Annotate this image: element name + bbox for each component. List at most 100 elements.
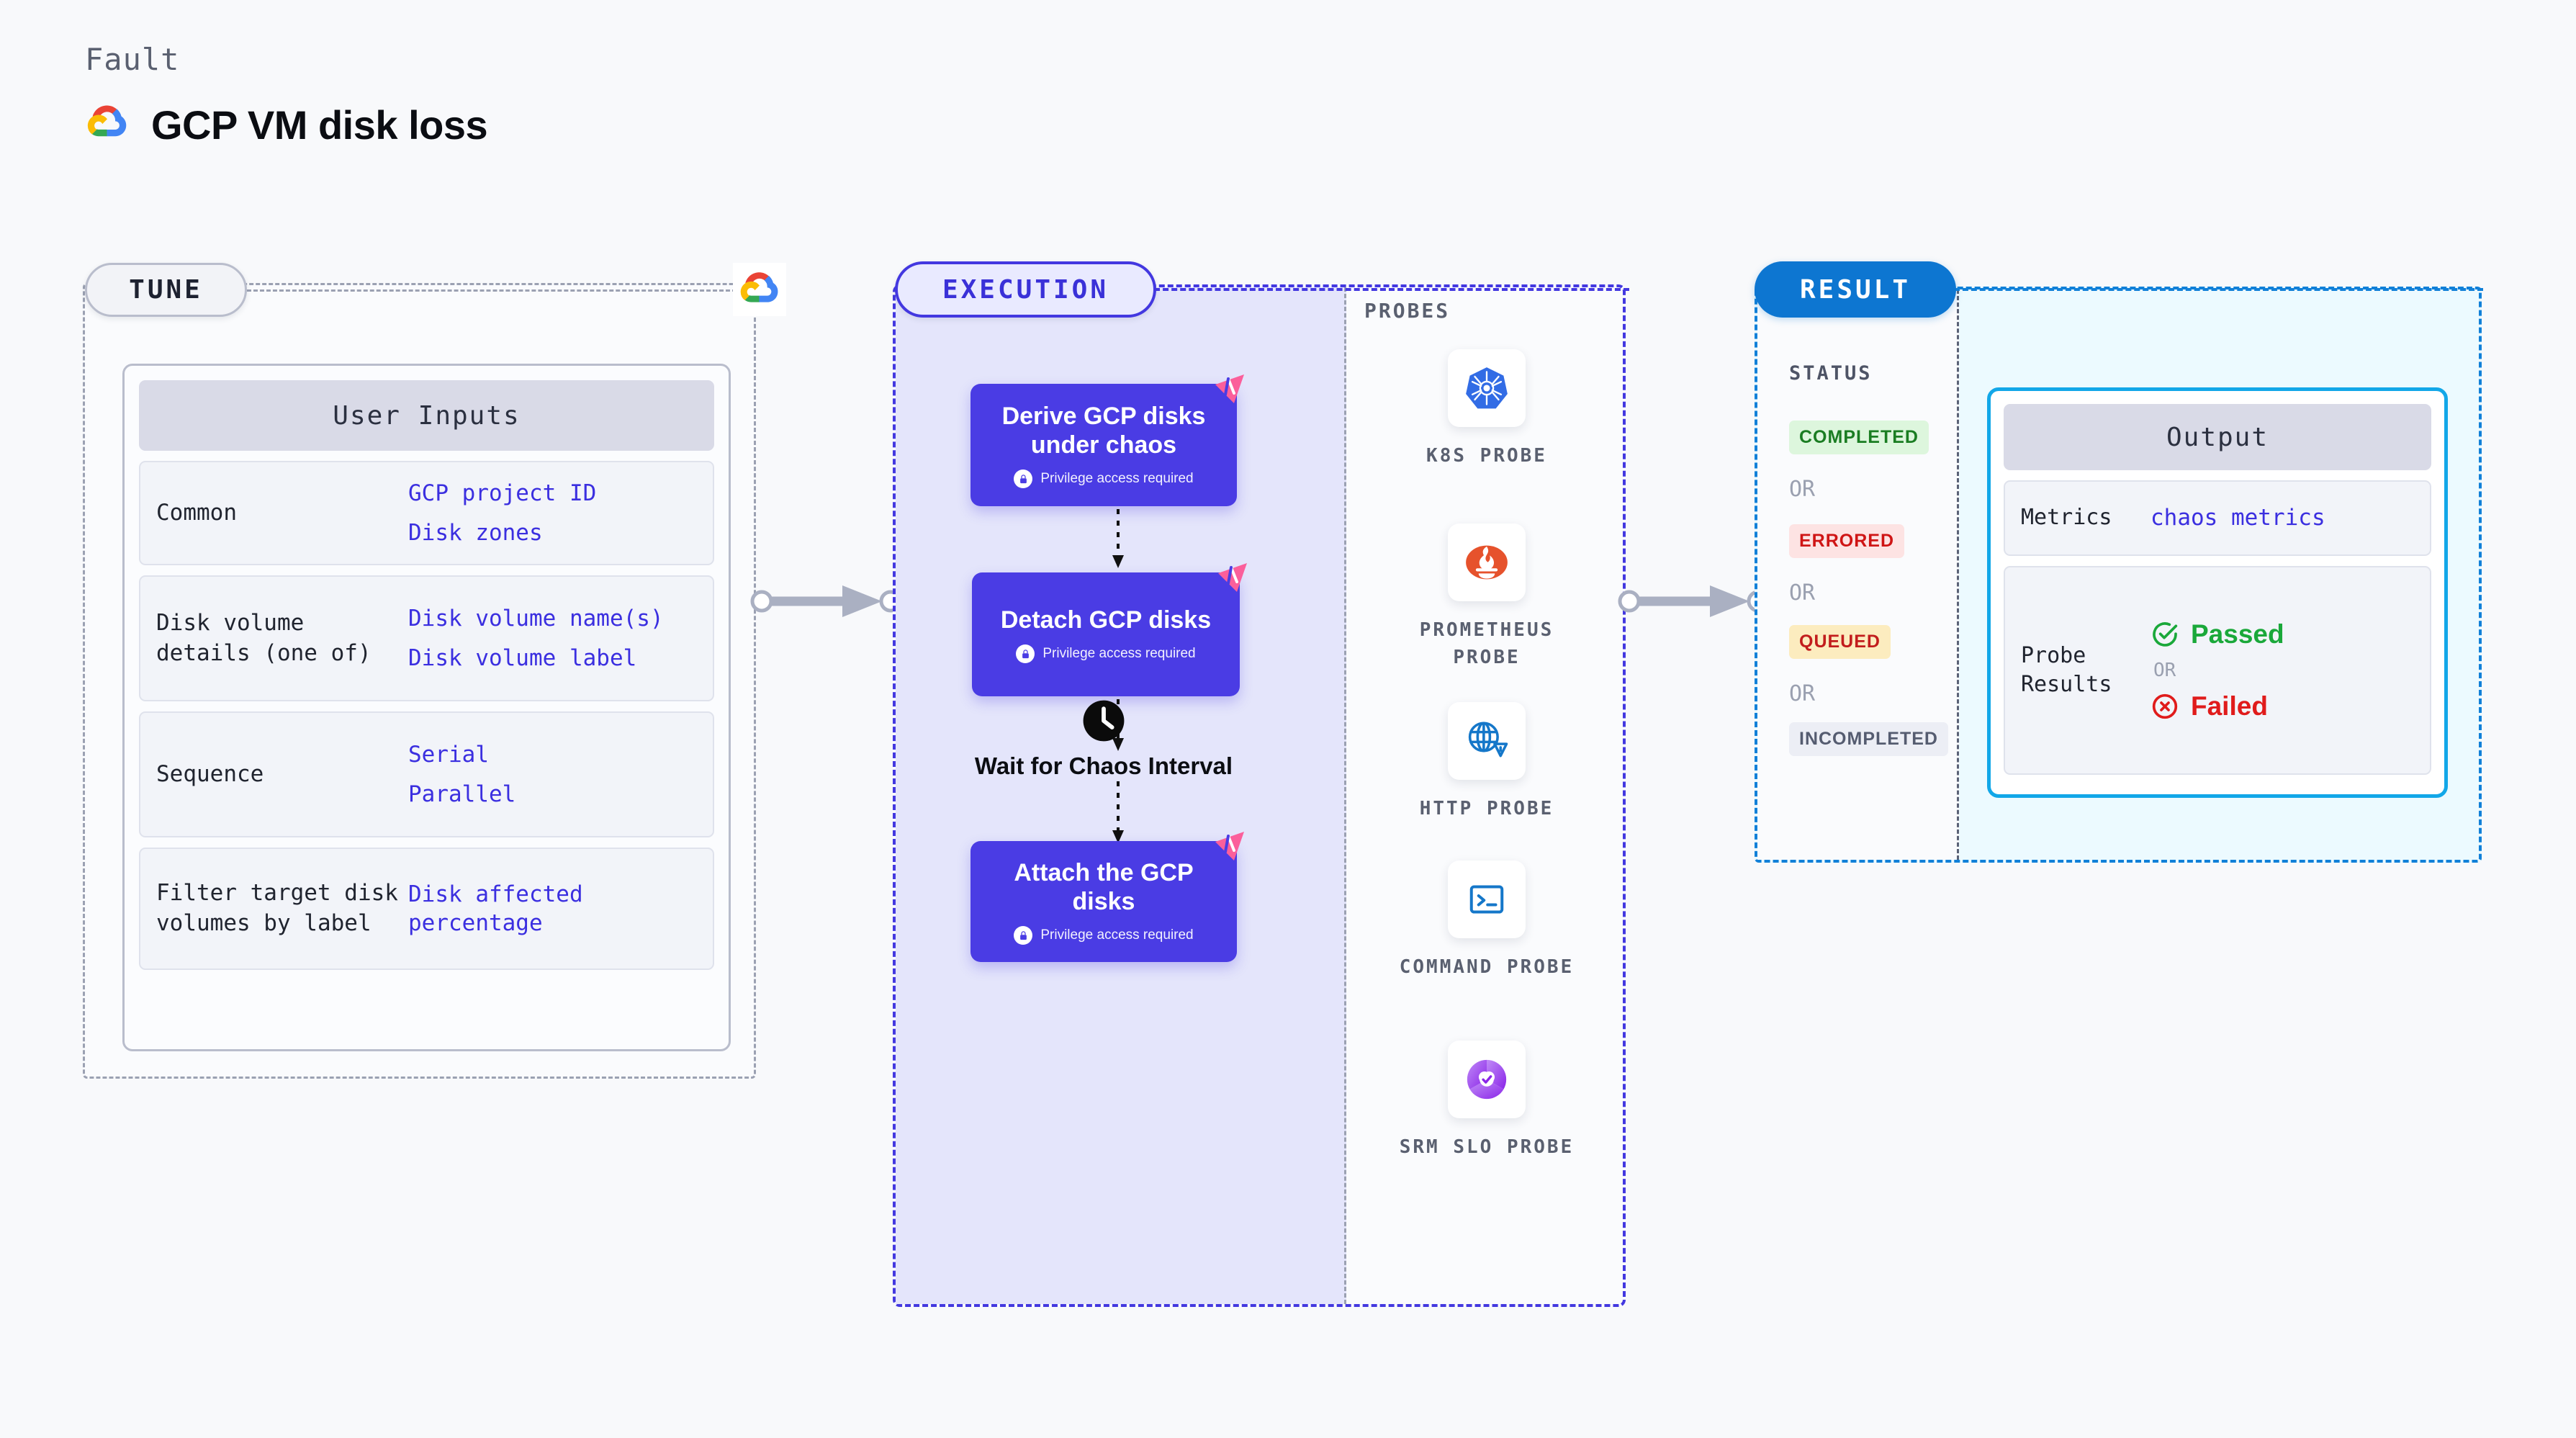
tune-gcp-logo-icon [733, 263, 786, 316]
output-card: Output Metrics chaos metrics Probe Resul… [1987, 387, 2448, 798]
probe-item-prometheus[interactable]: PROMETHEUS PROBE [1387, 523, 1586, 671]
execution-section-pill[interactable]: EXECUTION [895, 261, 1156, 318]
execution-step-title: Detach GCP disks [1000, 606, 1212, 634]
srm-slo-icon [1448, 1041, 1526, 1118]
execution-step-title: Attach the GCP disks [1014, 858, 1194, 915]
row-value[interactable]: Disk affected percentage [408, 881, 583, 936]
status-or-label: OR [1789, 681, 1816, 706]
probe-item-command[interactable]: COMMAND PROBE [1387, 860, 1586, 981]
wait-node-label: Wait for Chaos Interval [974, 752, 1233, 779]
privilege-note-label: Privilege access required [1040, 927, 1194, 943]
page-eyebrow: Fault [85, 42, 180, 77]
folded-corner-ribbon-icon [1215, 832, 1244, 860]
row-value[interactable]: Serial [408, 742, 489, 768]
probe-item-http[interactable]: HTTP PROBE [1387, 702, 1586, 823]
output-title: Output [2004, 404, 2431, 470]
row-label: Filter target disk volumes by label [156, 880, 398, 936]
folded-corner-ribbon-icon [1218, 563, 1247, 592]
flow-arrow [1112, 509, 1124, 568]
probe-label: HTTP PROBE [1419, 798, 1554, 819]
probe-result-failed-label: Failed [2191, 691, 2268, 721]
page-title: GCP VM disk loss [151, 102, 488, 148]
gcp-logo-icon [85, 101, 130, 149]
row-values: Passed OR Failed [2151, 619, 2284, 722]
row-value[interactable]: Disk zones [408, 519, 543, 546]
probe-label: SRM SLO PROBE [1399, 1136, 1575, 1158]
check-circle-icon [2153, 622, 2178, 647]
row-label: Probe Results [2021, 642, 2112, 698]
privilege-note: Privilege access required [1014, 469, 1194, 489]
probe-item-k8s[interactable]: K8S PROBE [1387, 349, 1586, 470]
table-row: Filter target disk volumes by label Disk… [139, 848, 714, 970]
lock-icon [1016, 644, 1035, 664]
prometheus-icon [1448, 523, 1526, 601]
row-value[interactable]: Disk volume label [408, 644, 637, 671]
connector-tune-to-execution [750, 585, 902, 617]
execution-flow: Derive GCP disks under chaos Privilege a… [893, 284, 1343, 1307]
row-label: Sequence [156, 760, 264, 787]
flow-arrow [1112, 699, 1124, 751]
row-values: Serial Parallel [408, 740, 515, 809]
execution-pill-label: EXECUTION [942, 274, 1109, 305]
lock-icon [1014, 926, 1033, 945]
x-circle-icon [2152, 693, 2178, 719]
status-title: STATUS [1789, 362, 1873, 385]
probe-label: K8S PROBE [1426, 445, 1547, 467]
tune-pill-label: TUNE [129, 275, 203, 305]
status-badge: QUEUED [1789, 625, 1891, 659]
kubernetes-icon [1448, 349, 1526, 427]
probes-title: PROBES [1364, 299, 1451, 323]
row-values: chaos metrics [2151, 503, 2325, 532]
status-or-label: OR [1789, 477, 1816, 502]
tune-section-pill[interactable]: TUNE [85, 263, 247, 317]
table-row: Disk volume details (one of) Disk volume… [139, 575, 714, 701]
row-value[interactable]: GCP project ID [408, 480, 597, 507]
status-or-label: OR [1789, 580, 1816, 606]
probe-result-passed: Passed [2151, 619, 2284, 650]
status-badge: ERRORED [1789, 524, 1905, 558]
status-badge: COMPLETED [1789, 421, 1929, 454]
probe-result-failed: Failed [2151, 691, 2284, 722]
result-section-pill[interactable]: RESULT [1755, 261, 1956, 318]
wait-for-chaos-interval-node: Wait for Chaos Interval [970, 698, 1237, 781]
privilege-note-label: Privilege access required [1040, 471, 1194, 487]
row-value[interactable]: chaos metrics [2151, 505, 2325, 531]
page-title-row: GCP VM disk loss [85, 101, 488, 149]
execution-step-title: Derive GCP disks under chaos [1001, 402, 1206, 459]
row-values: Disk volume name(s) Disk volume label [408, 604, 664, 673]
table-row: Common GCP project ID Disk zones [139, 461, 714, 565]
table-row: Probe Results Passed OR Failed [2004, 566, 2431, 775]
probes-pane: PROBES K8S PROBE [1350, 284, 1623, 1307]
lock-icon [1014, 469, 1033, 489]
user-inputs-card: User Inputs Common GCP project ID Disk z… [122, 364, 731, 1051]
row-label: Common [156, 499, 237, 526]
execution-step[interactable]: Derive GCP disks under chaos Privilege a… [970, 374, 1244, 506]
result-pill-connector-line [1954, 288, 2483, 291]
execution-step[interactable]: Detach GCP disks Privilege access requir… [972, 563, 1247, 696]
tune-pill-connector-line [247, 289, 737, 292]
globe-warning-icon [1448, 702, 1526, 780]
probe-result-or-label: OR [2153, 660, 2176, 681]
row-value[interactable]: Disk volume name(s) [408, 606, 664, 632]
flow-arrow [1112, 781, 1124, 843]
execution-pill-connector-line [1154, 288, 1629, 291]
probe-label: COMMAND PROBE [1399, 956, 1575, 978]
result-status-pane [1757, 289, 1959, 860]
probe-label: PROMETHEUS PROBE [1419, 619, 1554, 668]
folded-corner-ribbon-icon [1215, 374, 1244, 403]
probe-item-srm-slo[interactable]: SRM SLO PROBE [1387, 1041, 1586, 1161]
row-value[interactable]: Parallel [408, 781, 516, 807]
execution-step[interactable]: Attach the GCP disks Privilege access re… [970, 832, 1244, 962]
privilege-note-label: Privilege access required [1042, 646, 1196, 662]
connector-execution-to-result [1618, 585, 1770, 617]
row-label: Metrics [2021, 505, 2112, 531]
result-pill-label: RESULT [1799, 274, 1911, 305]
privilege-note: Privilege access required [1014, 926, 1194, 945]
probe-result-passed-label: Passed [2191, 619, 2284, 649]
clock-icon [1083, 700, 1125, 742]
status-badge: INCOMPLETED [1789, 722, 1948, 756]
user-inputs-title: User Inputs [139, 380, 714, 451]
table-row: Sequence Serial Parallel [139, 711, 714, 837]
table-row: Metrics chaos metrics [2004, 480, 2431, 556]
